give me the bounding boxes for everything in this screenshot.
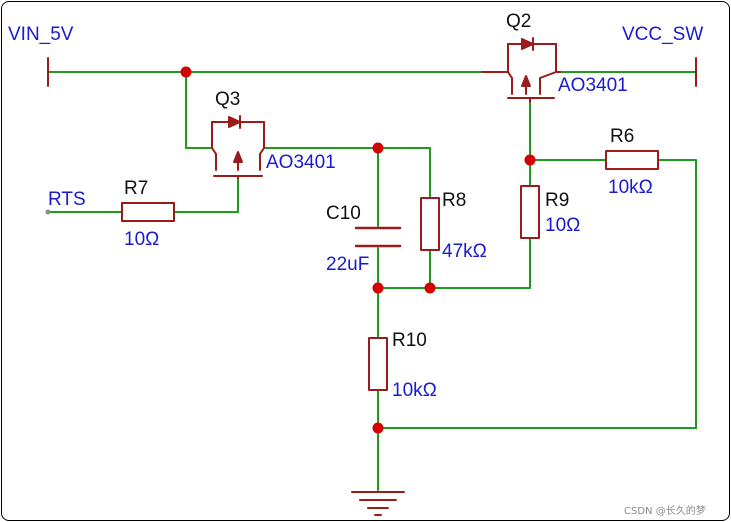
- r10-ref: R10: [392, 330, 427, 351]
- r9-body: [520, 185, 540, 239]
- r7-value: 10Ω: [124, 229, 159, 250]
- net-label-vin: VIN_5V: [8, 24, 74, 45]
- r8-body: [420, 197, 440, 251]
- r6-body: [605, 150, 659, 170]
- q2-ref: Q2: [506, 11, 531, 32]
- watermark: CSDN @长久的梦: [624, 504, 706, 517]
- r10-body: [368, 337, 388, 391]
- q3-mosfet-symbol: [211, 115, 265, 179]
- q3-value: AO3401: [266, 152, 336, 173]
- wires: [47, 71, 697, 491]
- r6-ref: R6: [610, 126, 634, 147]
- r6-value: 10kΩ: [608, 177, 653, 198]
- r8-ref: R8: [442, 190, 466, 211]
- ground-symbol: [351, 491, 405, 516]
- r7-body: [121, 202, 175, 222]
- r9-ref: R9: [545, 190, 569, 211]
- junction-dots: [180, 66, 536, 434]
- r8-value: 47kΩ: [442, 241, 487, 262]
- r10-value: 10kΩ: [392, 380, 437, 401]
- c10-body: [354, 226, 402, 248]
- c10-value: 22uF: [326, 254, 369, 275]
- rts-terminal-dot: [45, 209, 51, 215]
- q3-ref: Q3: [215, 89, 240, 110]
- net-label-vcc: VCC_SW: [622, 24, 703, 45]
- q2-value: AO3401: [558, 75, 628, 96]
- net-label-rts: RTS: [48, 189, 86, 210]
- r7-ref: R7: [124, 178, 148, 199]
- q2-mosfet-symbol: [481, 37, 561, 103]
- c10-ref: C10: [326, 203, 361, 224]
- r9-value: 10Ω: [545, 215, 580, 236]
